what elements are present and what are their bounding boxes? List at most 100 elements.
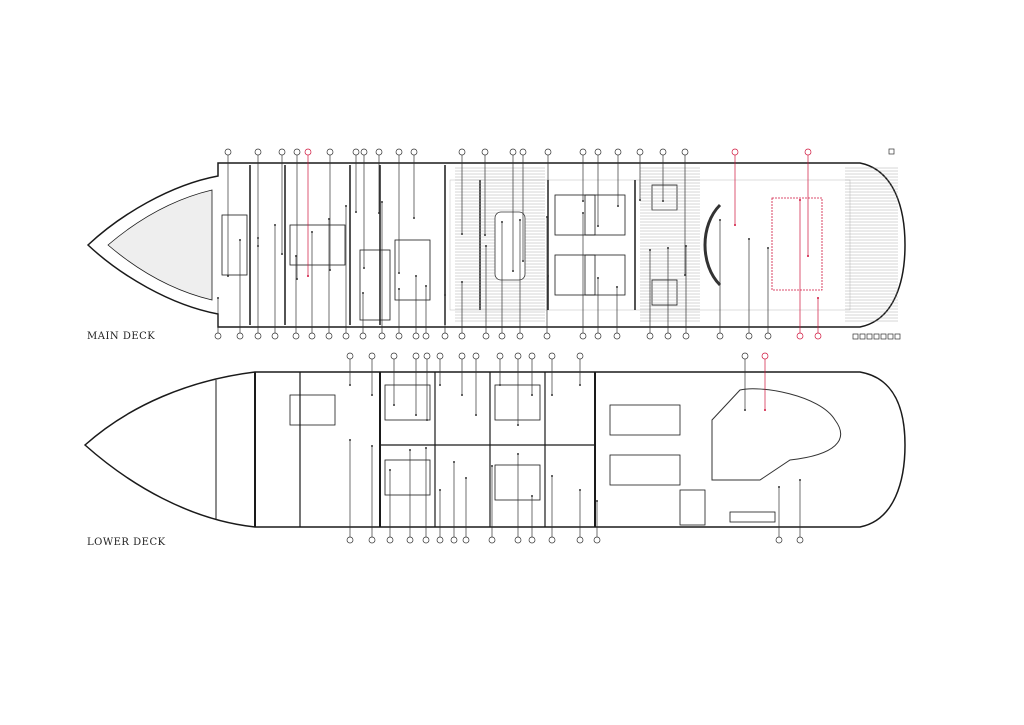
leader-dot (257, 237, 259, 239)
leader-dot (389, 469, 391, 471)
room-fixture (729, 511, 776, 523)
room-fixture (384, 459, 431, 496)
leader-dot (398, 288, 400, 290)
room-fixture (494, 464, 541, 501)
leader-dot (551, 475, 553, 477)
callout-circle (814, 332, 822, 340)
leader-dot (807, 255, 809, 257)
leader-dot (355, 211, 357, 213)
callout-circle (636, 148, 644, 156)
leader-dot (311, 231, 313, 233)
callout-circle (441, 332, 449, 340)
room-fixture (221, 214, 248, 276)
callout-circle (368, 536, 376, 544)
leader-dot (329, 269, 331, 271)
leader-dot (519, 219, 521, 221)
leader-dot (415, 414, 417, 416)
leader-dot (597, 277, 599, 279)
leader-dot (531, 495, 533, 497)
leader-dot (227, 275, 229, 277)
leader-dot (439, 384, 441, 386)
callout-circle (254, 148, 262, 156)
lower-deck-hull (83, 371, 906, 528)
leader-dot (425, 285, 427, 287)
callout-circle (472, 352, 480, 360)
leader-dot (799, 479, 801, 481)
callout-circle (594, 332, 602, 340)
leader-dot (546, 216, 548, 218)
leader-dot (684, 274, 686, 276)
callout-circle (482, 332, 490, 340)
leader-dot (426, 419, 428, 421)
legend-square (894, 333, 901, 340)
callout-circle (576, 536, 584, 544)
leader-dot (616, 286, 618, 288)
aft-sofa (703, 203, 722, 287)
leader-dot (217, 297, 219, 299)
callout-circle (681, 148, 689, 156)
room-fixture (584, 194, 626, 236)
leader-dot (371, 445, 373, 447)
leader-dot (453, 461, 455, 463)
leader-dot (748, 238, 750, 240)
leader-dot (307, 275, 309, 277)
leader-dot (381, 201, 383, 203)
callout-circle (659, 148, 667, 156)
leader-dot (409, 449, 411, 451)
leader-dot (465, 477, 467, 479)
callout-circle (796, 536, 804, 544)
callout-circle (271, 332, 279, 340)
callout-circle (368, 352, 376, 360)
dining-table (494, 211, 526, 281)
callout-circle (579, 332, 587, 340)
callout-circle (292, 332, 300, 340)
leader-dot (596, 500, 598, 502)
leader-dot (501, 221, 503, 223)
callout-circle (390, 352, 398, 360)
callout-circle (436, 536, 444, 544)
room-fixture (609, 404, 681, 436)
leader-dot (461, 233, 463, 235)
callout-circle (804, 148, 812, 156)
callout-circle (594, 148, 602, 156)
legend-square (859, 333, 866, 340)
callout-circle (548, 536, 556, 544)
leader-dot (719, 219, 721, 221)
leader-dot (413, 217, 415, 219)
callout-circle (764, 332, 772, 340)
leader-dot (444, 294, 446, 296)
leader-dot (617, 205, 619, 207)
leader-dot (475, 414, 477, 416)
callout-circle (423, 352, 431, 360)
leader-dot (425, 447, 427, 449)
callout-circle (308, 332, 316, 340)
callout-circle (458, 352, 466, 360)
callout-circle (458, 332, 466, 340)
leader-dot (491, 465, 493, 467)
callout-circle (462, 536, 470, 544)
leader-dot (551, 394, 553, 396)
lower-deck-label: Lower Deck (87, 537, 166, 548)
leader-dot (274, 224, 276, 226)
callout-circle (576, 352, 584, 360)
callout-circle (514, 352, 522, 360)
leader-dot (734, 224, 736, 226)
leader-dot (461, 281, 463, 283)
callout-circle (346, 352, 354, 360)
leader-dot (597, 225, 599, 227)
leader-dot (517, 424, 519, 426)
callout-circle (731, 148, 739, 156)
callout-circle (378, 332, 386, 340)
callout-circle (412, 352, 420, 360)
leader-dot (778, 486, 780, 488)
callout-circle (386, 536, 394, 544)
callout-circle (528, 352, 536, 360)
leader-dot (345, 205, 347, 207)
leader-dot (349, 384, 351, 386)
callout-circle (579, 148, 587, 156)
leader-dot (239, 239, 241, 241)
room-fixture (289, 394, 336, 426)
callout-circle (544, 148, 552, 156)
leader-dot (281, 253, 283, 255)
